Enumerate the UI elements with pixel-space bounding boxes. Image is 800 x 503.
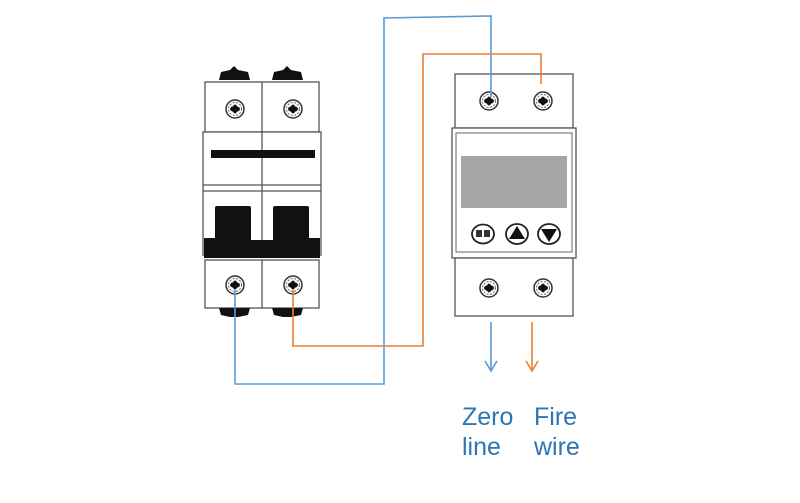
breaker-top-screw-right	[283, 99, 303, 119]
zero-line-label-line1: Zero	[462, 403, 514, 431]
voltage-protector	[451, 73, 577, 317]
protector-bottom-screw-right	[533, 278, 553, 298]
down-arrow-icon	[541, 229, 557, 242]
fire-wire-label-line1: Fire	[534, 403, 578, 431]
circuit-breaker	[202, 66, 322, 317]
zero-line-label-line2: line	[462, 433, 501, 461]
fire-wire-label-line2: wire	[534, 433, 580, 461]
breaker-top-screw-left	[225, 99, 245, 119]
set-button[interactable]	[471, 223, 495, 245]
breaker-bottom-clip-right	[272, 308, 303, 317]
zero-line-label: Zero line	[462, 402, 513, 462]
breaker-top-clip-right	[272, 66, 303, 80]
protector-top-block	[454, 73, 574, 129]
protector-display	[461, 156, 567, 208]
live-wire-in	[292, 53, 542, 347]
breaker-label-bar	[211, 150, 315, 158]
up-arrow-icon	[509, 226, 525, 239]
neutral-output-arrow-icon	[484, 322, 498, 373]
down-button[interactable]	[537, 223, 561, 245]
protector-bottom-screw-left	[479, 278, 499, 298]
breaker-toggle-handles	[204, 206, 320, 258]
protector-top-screw-left	[479, 91, 499, 111]
fire-wire-label: Fire wire	[534, 402, 580, 462]
neutral-wire-in	[234, 15, 492, 385]
up-button[interactable]	[505, 223, 529, 245]
protector-bottom-block	[454, 257, 574, 317]
breaker-top-clip-left	[219, 66, 250, 80]
live-output-arrow-icon	[525, 322, 539, 373]
protector-top-screw-right	[533, 91, 553, 111]
